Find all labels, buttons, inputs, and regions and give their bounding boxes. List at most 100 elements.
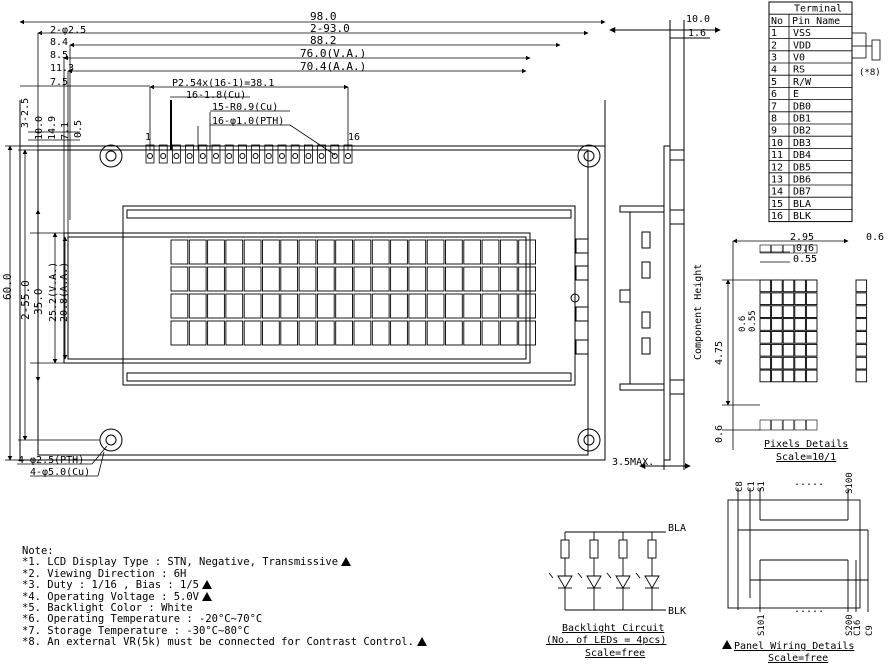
led-emission-mark	[548, 572, 554, 579]
character-cell	[426, 266, 445, 292]
character-cell	[170, 239, 189, 265]
terminal-pin-name: DB6	[793, 175, 811, 186]
pixel-dot-partial	[806, 419, 818, 431]
led-diode-icon	[557, 575, 573, 589]
pixel-dot	[794, 331, 806, 344]
terminal-pin-name: DB7	[793, 187, 811, 198]
pixel-dot	[782, 356, 795, 370]
dim-pin-width: 16-1.8(Cu)	[186, 90, 246, 101]
side-pcb	[663, 145, 671, 461]
terminal-pin-name: BLA	[793, 199, 811, 210]
character-cell	[280, 266, 299, 292]
character-cell	[335, 266, 353, 292]
terminal-pin-number: 3	[771, 53, 777, 64]
pin-hole	[345, 153, 351, 159]
character-cell	[262, 266, 280, 292]
pixel-dot	[771, 305, 783, 318]
pixel-dot-partial	[771, 419, 783, 431]
panel-outline	[727, 499, 861, 609]
pin-hole	[331, 153, 338, 159]
character-cell	[499, 266, 518, 292]
character-cell	[518, 293, 536, 319]
side-bezel-top	[619, 205, 665, 213]
character-cell	[170, 293, 189, 319]
terminal-pin-number: 7	[771, 101, 777, 112]
dim-vertical-4: 0.5	[73, 120, 84, 138]
pixel-dot	[794, 369, 806, 383]
character-cell	[188, 239, 207, 265]
dim-bezel-height: 35.0	[32, 289, 45, 316]
terminal-pin-number: 5	[771, 77, 777, 88]
callout-copper-ring: 4-φ5.0(Cu)	[30, 467, 90, 478]
character-cell	[188, 320, 207, 346]
dim-hole-pitch-width: 2-93.0	[310, 22, 350, 35]
pixel-dot	[782, 331, 795, 344]
led-emission-mark	[635, 572, 641, 579]
dim-side-depth: 10.0	[686, 14, 710, 25]
note-item: *2. Viewing Direction : 6H	[22, 568, 562, 580]
terminal-pin-number: 9	[771, 126, 777, 137]
note-text: *7. Storage Temperature : -30°C~80°C	[22, 624, 250, 637]
pixel-dot-partial	[771, 244, 783, 254]
dim-pin-y-offset: 3-2.5	[20, 98, 31, 128]
pixel-dot	[805, 331, 818, 344]
terminal-pin-name: RS	[793, 65, 805, 76]
warning-icon	[416, 637, 427, 647]
character-cell	[371, 239, 390, 265]
note-text: *4. Operating Voltage : 5.0V	[22, 590, 200, 603]
character-cell	[463, 266, 482, 292]
panel-label-c16: C16	[853, 620, 863, 636]
pixel-dot-partial	[782, 244, 795, 254]
top-dimension-lines	[19, 19, 606, 237]
character-cell	[463, 239, 482, 265]
pixel-dot-partial	[782, 419, 795, 431]
pixel-dot	[855, 331, 868, 344]
pixel-dim-char-gap: 0.6	[866, 232, 884, 243]
pin-hole	[147, 153, 153, 159]
terminal-pin-number: 10	[771, 138, 783, 149]
character-cell	[262, 239, 280, 265]
note-item: *7. Storage Temperature : -30°C~80°C	[22, 624, 562, 637]
pin-hole	[265, 153, 272, 159]
pixel-dot	[855, 279, 868, 293]
pin-hole	[186, 153, 193, 159]
character-cell	[188, 266, 207, 292]
panel-label-s200: S200	[845, 614, 855, 636]
pin-pad	[303, 144, 313, 164]
pixel-dot	[855, 369, 868, 383]
pin-pad	[251, 144, 261, 164]
mount-hole-outer	[577, 144, 601, 168]
pixels-title: Pixels Details	[764, 439, 848, 450]
panel-label-c9: C9	[865, 625, 875, 636]
character-cell	[298, 266, 317, 292]
pin-first-label: 1	[145, 132, 151, 143]
panel-scale: Scale=free	[768, 653, 828, 664]
character-cell	[481, 293, 500, 319]
pixel-dot	[855, 305, 868, 318]
note-item: *6. Operating Temperature : -20°C~70°C	[22, 614, 562, 625]
pin-hole	[213, 153, 219, 159]
character-cell	[499, 320, 518, 346]
front-view	[19, 100, 606, 461]
terminal-pin-name: DB2	[793, 126, 811, 137]
notes-block: Note: *1. LCD Display Type : STN, Negati…	[22, 545, 562, 649]
pixel-dot	[782, 292, 795, 306]
pixel-dot-partial	[794, 419, 806, 431]
side-component	[669, 379, 685, 395]
pin-hole	[305, 153, 312, 159]
terminal-title: Terminal	[794, 4, 842, 15]
character-cell	[353, 266, 372, 292]
dim-viewing-width: 76.0(V.A.)	[300, 47, 366, 60]
pixel-dim-row-gap: 0.6	[738, 316, 748, 332]
terminal-pin-name: DB3	[793, 138, 811, 149]
character-cell	[445, 266, 463, 292]
panel-dots-bottom: .....	[794, 604, 824, 615]
dim-overall-height: 60.0	[1, 274, 14, 301]
note-text: *1. LCD Display Type : STN, Negative, Tr…	[22, 556, 339, 569]
pixel-dot	[782, 318, 795, 331]
note-text: *3. Duty : 1/16 , Bias : 1/5	[22, 579, 200, 592]
note-text: *6. Operating Temperature : -20°C~70°C	[22, 613, 263, 626]
pin-pad	[317, 144, 327, 164]
side-pin	[669, 149, 685, 161]
